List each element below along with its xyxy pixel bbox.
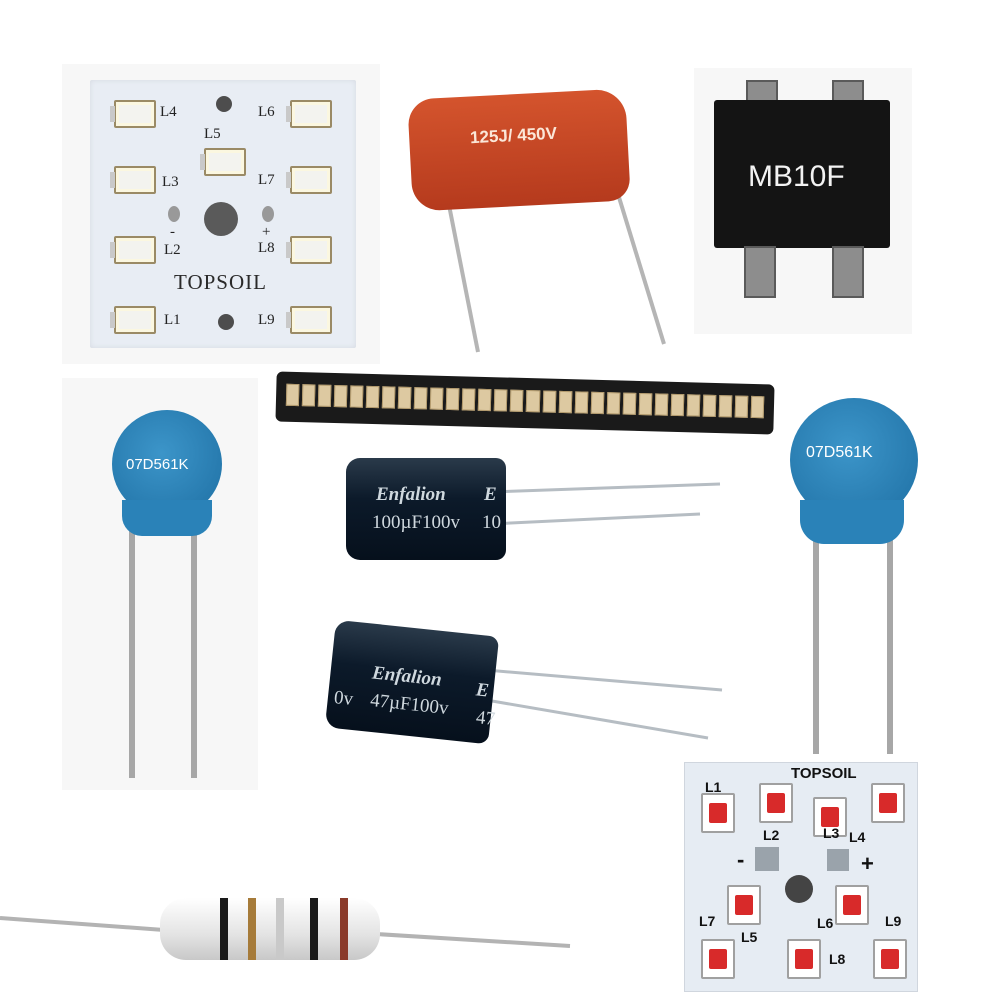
led-label-l4: L4	[160, 104, 177, 120]
white-led-board: L4 L6 L5 L3 L7 - + L2 L8 L1 L9	[90, 80, 356, 348]
white-led	[200, 148, 246, 176]
ecap1-brand-tail: E	[484, 484, 497, 505]
ecap1-brand: Enfalion	[376, 484, 446, 505]
center-hole	[204, 202, 238, 236]
resistor-band	[310, 898, 318, 960]
red-led-label-l8: L8	[829, 951, 846, 967]
smd-led-tape	[275, 371, 775, 435]
bridge-rectifier-body	[714, 100, 890, 248]
led-label-l9: L9	[258, 312, 275, 328]
led-label-l7: L7	[258, 172, 275, 188]
ecap2-value-head: 0v	[333, 687, 355, 710]
red-led-label-l1: L1	[705, 779, 722, 795]
pad-minus	[168, 206, 180, 222]
polarity-plus: +	[262, 224, 271, 240]
led-label-l5: L5	[204, 126, 221, 142]
right-varistor-leads	[813, 520, 893, 754]
red-led	[787, 939, 821, 979]
white-led	[110, 236, 156, 264]
red-led	[871, 783, 905, 823]
red-polarity-minus: -	[737, 847, 745, 872]
ecap2-brand-tail: E	[474, 679, 490, 702]
bridge-rectifier-marking: MB10F	[748, 160, 845, 193]
red-pad-minus	[755, 847, 779, 871]
red-led	[813, 797, 847, 837]
red-polarity-plus: +	[861, 851, 874, 876]
led-label-l6: L6	[258, 104, 275, 120]
red-led	[701, 793, 735, 833]
red-led	[759, 783, 793, 823]
white-led	[110, 100, 156, 128]
right-varistor-marking: 07D561K	[806, 444, 873, 461]
film-capacitor-body	[407, 88, 631, 212]
red-led-label-l7: L7	[699, 913, 716, 929]
white-led	[110, 166, 156, 194]
ecap1-leads	[490, 482, 721, 526]
mounting-hole	[216, 96, 232, 112]
ecap1-value: 100µF100v	[372, 512, 461, 533]
left-varistor-leads	[129, 510, 197, 778]
rectifier-pin	[744, 246, 776, 298]
resistor-body	[160, 898, 380, 960]
left-varistor-marking: 07D561K	[126, 456, 189, 473]
red-led-label-l3: L3	[823, 825, 840, 841]
red-led	[835, 885, 869, 925]
red-led-label-l9: L9	[885, 913, 902, 929]
red-led-label-l6: L6	[817, 915, 834, 931]
left-varistor-neck	[122, 500, 212, 536]
white-board-brand: TOPSOIL	[174, 270, 267, 294]
resistor-band	[340, 898, 348, 960]
resistor-band	[220, 898, 228, 960]
red-board-brand: TOPSOIL	[791, 765, 857, 782]
red-center-hole	[785, 875, 813, 903]
white-led	[286, 306, 332, 334]
ecap1-value-tail: 10	[482, 512, 501, 533]
tape-cells	[285, 383, 765, 419]
rectifier-pin	[832, 246, 864, 298]
red-led-board: TOPSOIL L1 L2 L3 L4 - + L7 L5 L6 L9 L8	[684, 762, 918, 992]
red-led-label-l5: L5	[741, 929, 758, 945]
resistor-band	[276, 898, 284, 960]
red-led	[727, 885, 761, 925]
red-led-label-l4: L4	[849, 829, 866, 845]
resistor-leads	[0, 916, 571, 948]
red-led	[701, 939, 735, 979]
white-led	[110, 306, 156, 334]
film-cap-leads	[446, 193, 666, 353]
white-led	[286, 100, 332, 128]
led-label-l3: L3	[162, 174, 179, 190]
resistor-band	[248, 898, 256, 960]
led-label-l2: L2	[164, 242, 181, 258]
polarity-minus: -	[170, 224, 175, 240]
ecap2-value-tail: 47	[475, 707, 497, 730]
white-led	[286, 166, 332, 194]
ecap1-body	[346, 458, 506, 560]
ecap2-leads	[486, 668, 723, 740]
right-varistor-neck	[800, 500, 904, 544]
led-label-l8: L8	[258, 240, 275, 256]
led-label-l1: L1	[164, 312, 181, 328]
white-led	[286, 236, 332, 264]
mounting-hole	[218, 314, 234, 330]
red-led	[873, 939, 907, 979]
pad-plus	[262, 206, 274, 222]
red-pad-plus	[827, 849, 849, 871]
red-led-label-l2: L2	[763, 827, 780, 843]
